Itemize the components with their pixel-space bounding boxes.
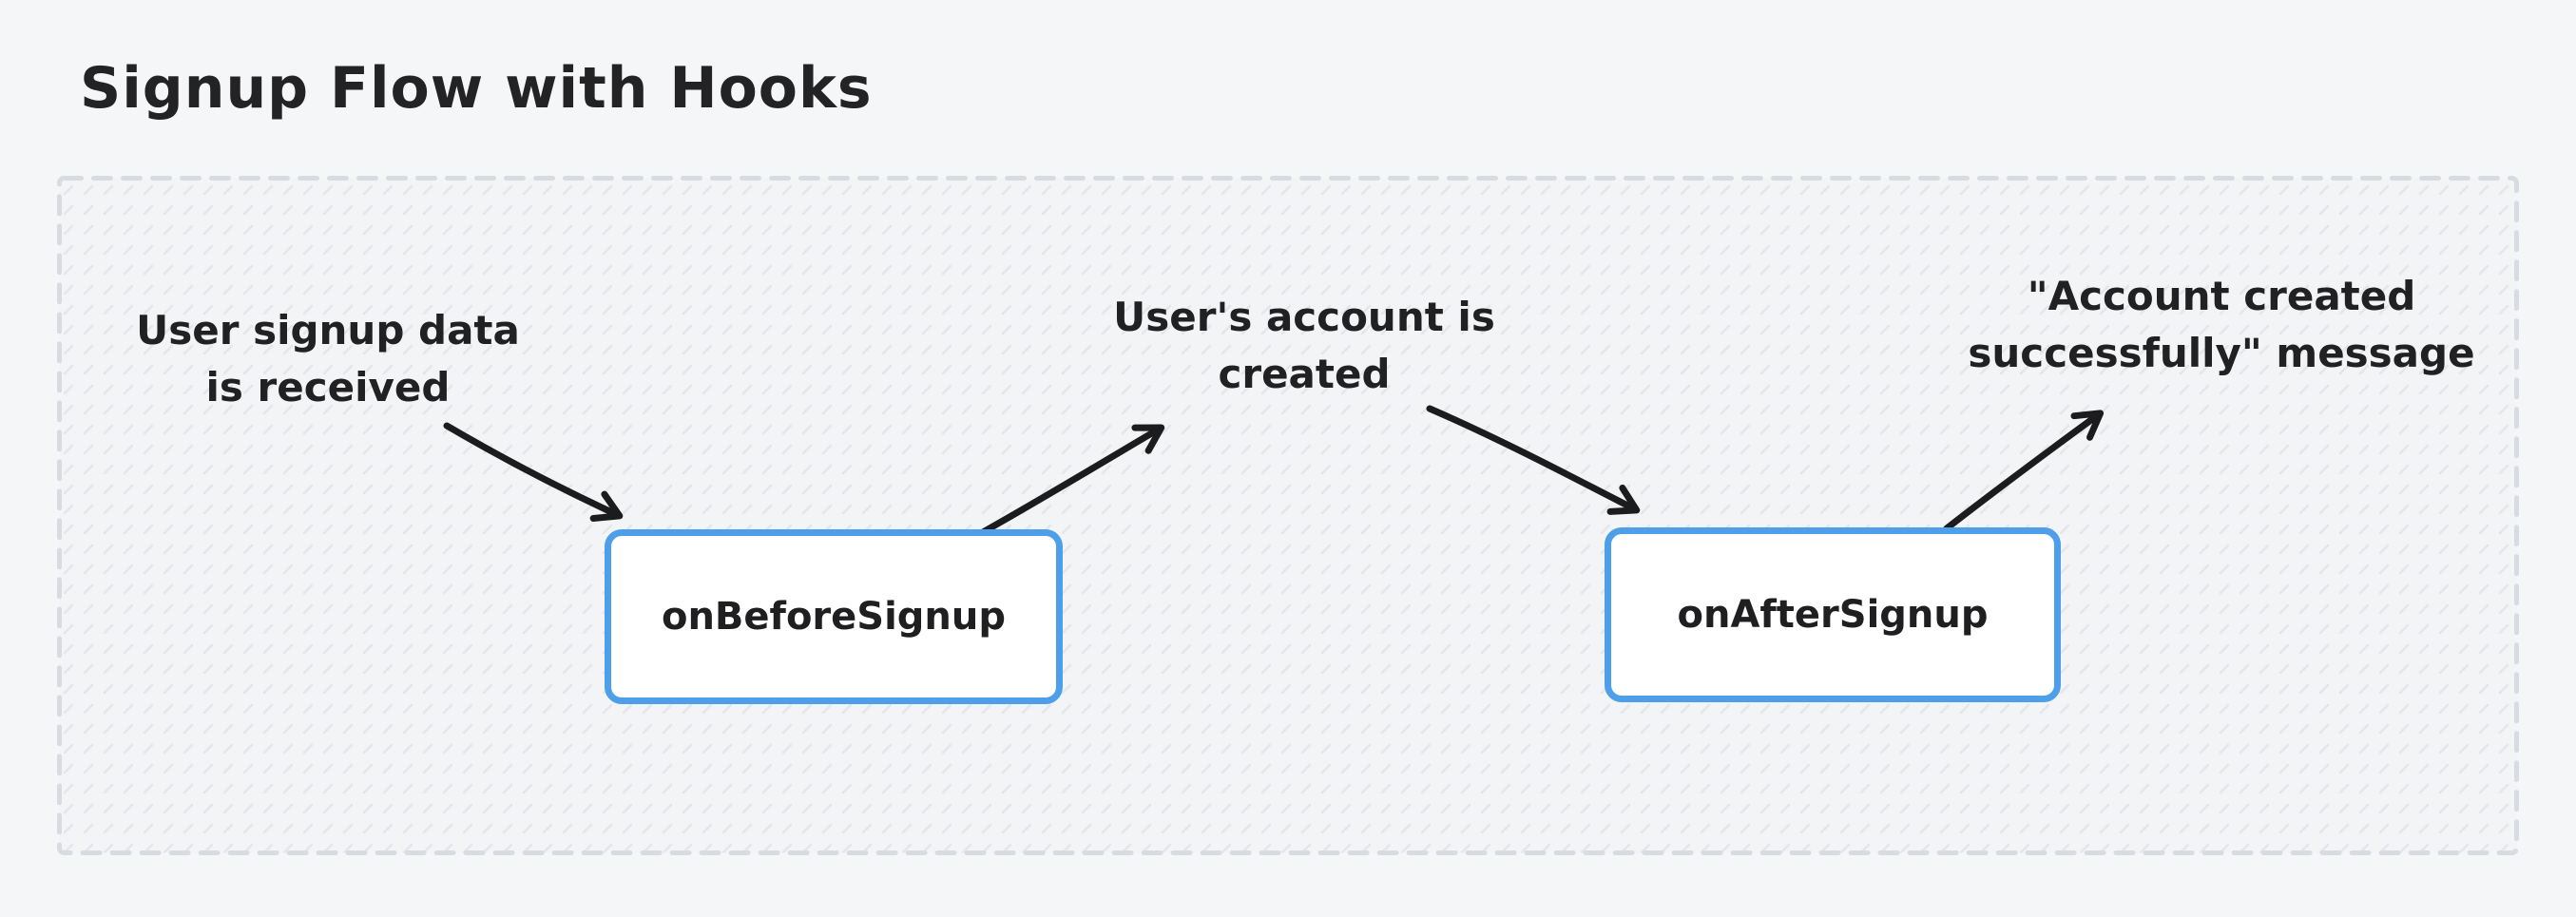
annotation-success-message: "Account created successfully" message [1936, 268, 2507, 382]
node-label: onBeforeSignup [661, 595, 1007, 639]
node-onaftersignup: onAfterSignup [1605, 527, 2061, 702]
annotation-line: User signup data [136, 307, 520, 353]
arrow-onaftersignup-to-success-message [1943, 410, 2105, 532]
annotation-line: created [1218, 351, 1391, 397]
arrow-signup-data-to-onbeforesignup [443, 422, 624, 522]
node-label: onAfterSignup [1677, 593, 1989, 637]
annotation-line: User's account is [1113, 294, 1495, 340]
annotation-account-created: User's account is created [1048, 289, 1561, 403]
annotation-line: "Account created [2027, 273, 2416, 319]
page-title: Signup Flow with Hooks [80, 55, 873, 122]
arrow-onbeforesignup-to-account-created [979, 424, 1165, 536]
annotation-line: is received [205, 364, 451, 411]
annotation-signup-data: User signup data is received [71, 302, 585, 416]
arrow-account-created-to-onaftersignup [1426, 405, 1641, 515]
annotation-line: successfully" message [1968, 330, 2475, 376]
node-onbeforesignup: onBeforeSignup [605, 529, 1063, 704]
